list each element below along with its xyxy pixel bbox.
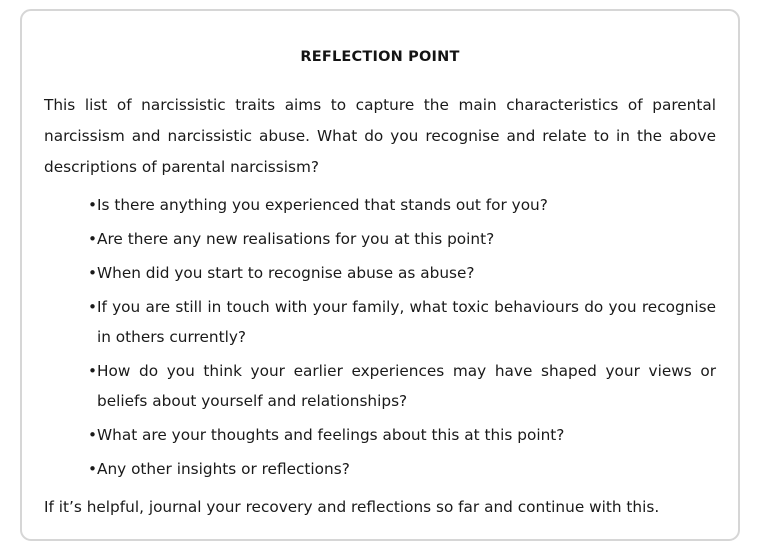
list-item-label: How do you think your earlier experience… (97, 362, 716, 410)
reflection-questions-list: • Is there anything you experienced that… (44, 183, 716, 484)
list-item: • Is there anything you experienced that… (44, 190, 716, 220)
list-item: • If you are still in touch with your fa… (44, 292, 716, 352)
bullet-icon: • (88, 298, 98, 316)
list-item-label: When did you start to recognise abuse as… (97, 264, 475, 282)
list-item: • Any other insights or reflections? (44, 454, 716, 484)
list-item: • Are there any new realisations for you… (44, 224, 716, 254)
list-item-label: Any other insights or reflections? (97, 460, 350, 478)
closing-note: If it’s helpful, journal your recovery a… (44, 498, 660, 516)
list-item: • How do you think your earlier experien… (44, 356, 716, 416)
reflection-point-card: REFLECTION POINT This list of narcissist… (20, 9, 740, 541)
bullet-icon: • (88, 426, 98, 444)
bullet-icon: • (88, 196, 98, 214)
bullet-icon: • (88, 230, 98, 248)
page-title: REFLECTION POINT (300, 49, 460, 65)
intro-paragraph: This list of narcissistic traits aims to… (44, 96, 716, 176)
list-item-label: If you are still in touch with your fami… (97, 298, 716, 346)
bullet-icon: • (88, 362, 98, 380)
list-item-label: What are your thoughts and feelings abou… (97, 426, 565, 444)
bullet-icon: • (88, 460, 98, 478)
list-item-label: Is there anything you experienced that s… (97, 196, 548, 214)
list-item: • What are your thoughts and feelings ab… (44, 420, 716, 450)
card-body: This list of narcissistic traits aims to… (22, 65, 738, 522)
list-item-label: Are there any new realisations for you a… (97, 230, 495, 248)
bullet-icon: • (88, 264, 98, 282)
list-item: • When did you start to recognise abuse … (44, 258, 716, 288)
